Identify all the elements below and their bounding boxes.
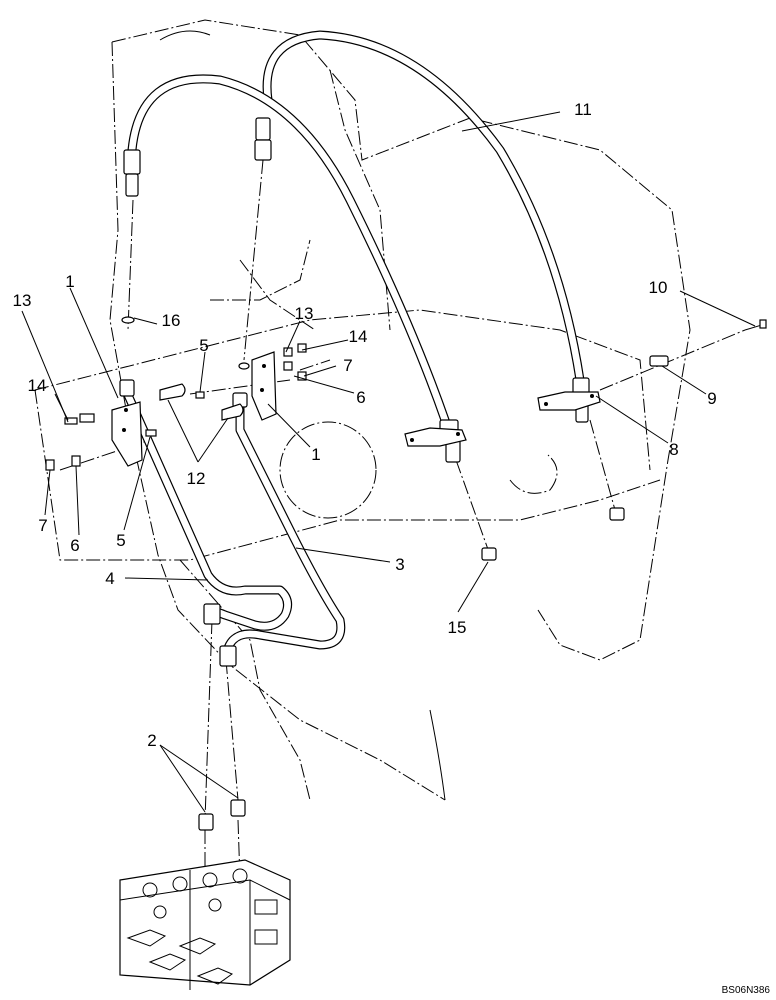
- callout-1-right: 1: [311, 445, 320, 464]
- callout-7-left: 7: [38, 516, 47, 535]
- callout-11: 11: [574, 100, 592, 119]
- callout-7-right: 7: [343, 356, 352, 375]
- bracket-right: [221, 351, 277, 421]
- leader-lines: [21, 111, 756, 813]
- callout-5-top: 5: [199, 336, 208, 355]
- callout-6-right: 6: [356, 388, 365, 407]
- callout-16: 16: [162, 311, 181, 330]
- callout-labels: 1 1 2 3 4 5 5 6 6 7 7 8 9 10 11 12 13 13…: [13, 100, 717, 750]
- callout-2: 2: [147, 731, 156, 750]
- clamp-center: [404, 427, 467, 447]
- callout-5-bottom: 5: [116, 531, 125, 550]
- callout-10: 10: [649, 278, 668, 297]
- hardware-small-parts: [45, 316, 767, 561]
- callout-6-left: 6: [70, 536, 79, 555]
- drawing-code: BS06N386: [722, 985, 771, 996]
- callout-9: 9: [707, 389, 716, 408]
- callout-13-left: 13: [13, 291, 32, 310]
- clamp-right-8: [537, 391, 601, 411]
- bracket-left: [111, 379, 186, 467]
- callout-8: 8: [669, 440, 678, 459]
- hose-left-arch: [123, 74, 461, 463]
- callout-12: 12: [187, 469, 206, 488]
- callout-4: 4: [105, 569, 114, 588]
- callout-3: 3: [395, 555, 404, 574]
- fittings-2: [198, 799, 246, 831]
- callout-14-right: 14: [349, 327, 368, 346]
- tube-4: [123, 390, 293, 631]
- callout-15: 15: [448, 618, 467, 637]
- callout-14-left: 14: [28, 376, 47, 395]
- callout-1-left: 1: [65, 272, 74, 291]
- control-valve: [119, 859, 291, 990]
- tube-3: [219, 392, 346, 667]
- callout-13-right: 13: [295, 304, 314, 323]
